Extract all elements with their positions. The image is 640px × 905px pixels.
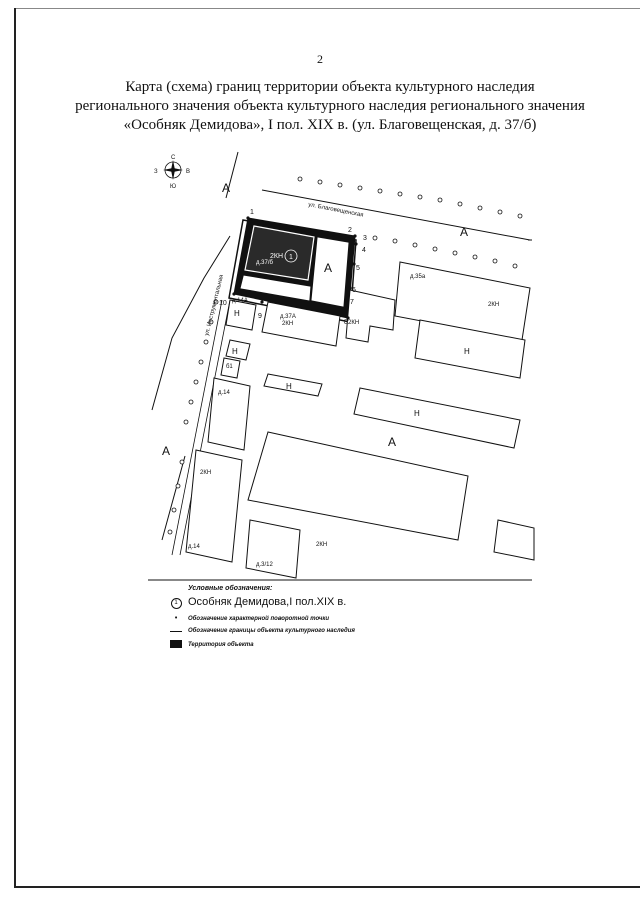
point-3: 3 — [363, 235, 367, 242]
zone-n-mid: Н — [286, 382, 292, 391]
point-8: 8 — [344, 319, 348, 326]
object-number-icon: 1 — [170, 598, 182, 609]
label-kn-left: 2КН — [200, 470, 211, 476]
zone-a-top: А — [222, 181, 230, 195]
compass-w: З — [154, 169, 158, 175]
building-right-edge — [493, 519, 535, 561]
label-b1: б1 — [226, 364, 233, 370]
map-legend: Условные обозначения: 1 Особняк Демидова… — [168, 585, 428, 650]
building-14a — [225, 299, 257, 331]
label-d35v: д.35а — [410, 274, 426, 280]
territory-fill-icon — [170, 640, 182, 648]
street-tree-dots — [167, 176, 523, 535]
zone-a-right: А — [460, 225, 468, 239]
point-9: 9 — [258, 313, 262, 320]
turning-point-icon: • — [174, 615, 178, 622]
building-h-mid — [263, 373, 323, 397]
page-left-edge — [14, 8, 16, 888]
label-d3-12: д.3/12 — [256, 562, 274, 568]
label-d14a: д.14А — [232, 298, 248, 304]
point-6: 6 — [352, 287, 356, 294]
object-house-label: д.37/б — [256, 260, 274, 266]
compass-e: В — [186, 169, 190, 175]
title-line-1: Карта (схема) границ территории объекта … — [125, 79, 535, 95]
zone-a-center: А — [388, 435, 396, 449]
label-kn-35: 2КН — [488, 302, 499, 308]
building-14-upper — [207, 377, 251, 451]
title-line-3: «Особняк Демидова», I пол. XIX в. (ул. Б… — [123, 117, 537, 133]
building-2kn-bottom — [247, 431, 469, 541]
page-top-edge — [16, 8, 640, 9]
sidewalk-left — [171, 299, 231, 556]
zone-a-object: А — [324, 261, 332, 275]
point-5: 5 — [356, 265, 360, 272]
building-h-small — [225, 339, 251, 361]
object-number-label: 1 — [289, 254, 293, 261]
legend-item-object: 1 Особняк Демидова,I пол.XIX в. — [168, 595, 428, 609]
boundary-line-icon — [170, 631, 182, 632]
building-n-large — [353, 387, 521, 449]
building-stair — [345, 289, 396, 343]
document-title: Карта (схема) границ территории объекта … — [60, 78, 600, 135]
building-n-east — [414, 319, 526, 379]
label-d37a: д.37А — [280, 314, 296, 320]
building-outlines — [185, 261, 535, 579]
zone-n-east: Н — [464, 347, 470, 356]
point-7: 7 — [350, 299, 354, 306]
street-lines — [148, 151, 532, 581]
legend-item-territory: Территория объекта — [168, 640, 428, 650]
legend-point-text: Обозначение характерной поворотной точки — [188, 615, 330, 622]
point-1: 1 — [250, 209, 254, 216]
legend-title: Условные обозначения: — [188, 585, 273, 592]
compass-rose-icon: С Ю З В — [154, 155, 190, 190]
legend-item-point: • Обозначение характерной поворотной точ… — [168, 615, 428, 622]
building-3-12 — [245, 519, 301, 579]
point-4: 4 — [362, 247, 366, 254]
building-14-lower — [185, 449, 243, 563]
legend-boundary-text: Обозначение границы объекта культурного … — [188, 628, 355, 634]
territory-map: С Ю З В 2КН 1 д.37/б А — [148, 151, 535, 581]
boundary-point-markers — [232, 216, 358, 320]
label-kn-stair: 2КН — [348, 320, 359, 326]
building-b1 — [220, 357, 241, 379]
label-d14-lower: д.14 — [188, 544, 201, 550]
compass-s: Ю — [170, 184, 176, 190]
zone-n-14a: Н — [234, 309, 240, 318]
boundary-point-labels: 1 2 3 4 5 6 7 8 9 10 — [219, 209, 367, 326]
building-37a — [261, 301, 341, 347]
legend-item-boundary: Обозначение границы объекта культурного … — [168, 628, 428, 634]
zone-n-small: Н — [232, 347, 238, 356]
street-blagoveshchenskaya: ул. Благовещенская — [308, 202, 364, 219]
legend-object-text: Особняк Демидова,I пол.XIX в. — [188, 596, 347, 608]
label-kn-bottom: 2КН — [316, 542, 327, 548]
legend-territory-text: Территория объекта — [188, 642, 254, 648]
point-10: 10 — [219, 300, 227, 307]
label-kn-37a: 2КН — [282, 321, 293, 327]
zone-a-left: А — [162, 444, 170, 458]
object-kn-label: 2КН — [270, 253, 283, 260]
page-bottom-edge — [16, 886, 640, 888]
label-d14-upper: д.14 — [218, 390, 231, 396]
object-territory — [228, 217, 357, 323]
title-line-2: регионального значения объекта культурно… — [75, 98, 585, 114]
page-number: 2 — [317, 52, 323, 66]
zone-n-large: Н — [414, 409, 420, 418]
point-2: 2 — [348, 227, 352, 234]
compass-n: С — [171, 155, 176, 161]
